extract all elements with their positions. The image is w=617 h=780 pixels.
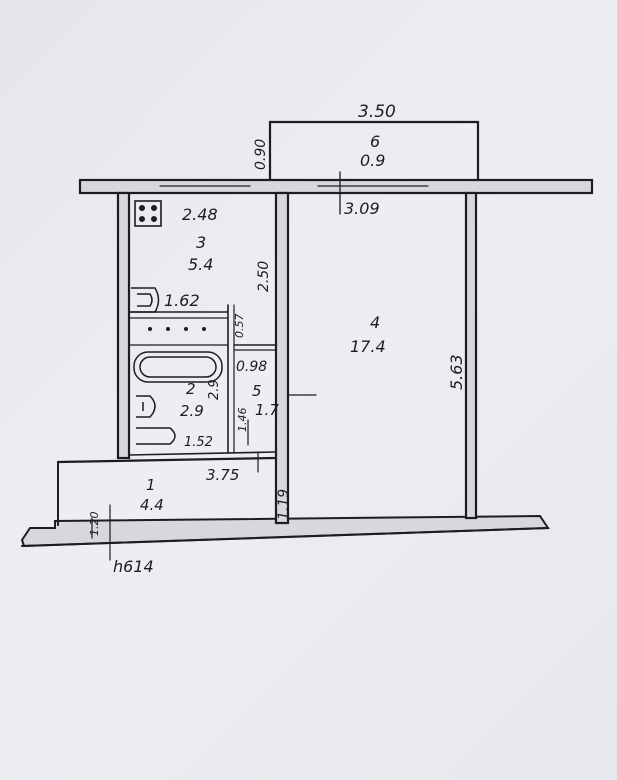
balcony-outline [268,120,480,186]
room-6-area: 0.9 [360,151,385,170]
wc-side-dim: 1.46 [236,408,249,433]
bath-side-dim: 2.9 [207,379,222,400]
room-depth-dim: 5.63 [447,354,466,390]
window-wall-dim: 3.09 [344,199,380,218]
bath-lower-dim: 1.52 [184,435,213,450]
bath-width-dim: 1.62 [164,291,200,310]
left-wall [116,191,131,460]
balcony-width-dim: 3.50 [358,102,396,122]
room-2-number: 2 [186,380,196,398]
bath-small-dim: 0.57 [233,314,246,339]
hall-width-dim: 3.75 [206,466,239,484]
floor-height-dim: h614 [113,557,154,576]
room-3-number: 3 [196,233,206,252]
toilet-icon [136,395,176,445]
room-5-number: 5 [252,382,262,400]
sink-icon [131,287,160,313]
wc-width-dim: 0.98 [236,359,267,375]
room-4-number: 4 [370,313,380,332]
room-4-area: 17.4 [350,337,386,356]
entry-small-dim: 1.20 [88,512,101,537]
room-5-area: 1.7 [255,401,279,419]
room-1-area: 4.4 [140,496,164,514]
room-2-area: 2.9 [180,402,204,420]
balcony-depth-dim: 0.90 [253,139,269,170]
stove-icon [134,200,162,227]
partition-wall [274,191,290,525]
hall-depth-dim: 1.19 [276,489,292,520]
kitchen-depth-dim: 2.50 [256,261,272,292]
room-3-area: 5.4 [188,255,213,274]
room-1-number: 1 [146,476,156,494]
washbasin-icon [148,327,206,331]
bathtub-icon [133,351,223,383]
right-wall [464,191,478,520]
kitchen-width-dim: 2.48 [182,205,218,224]
room-6-number: 6 [370,132,380,151]
